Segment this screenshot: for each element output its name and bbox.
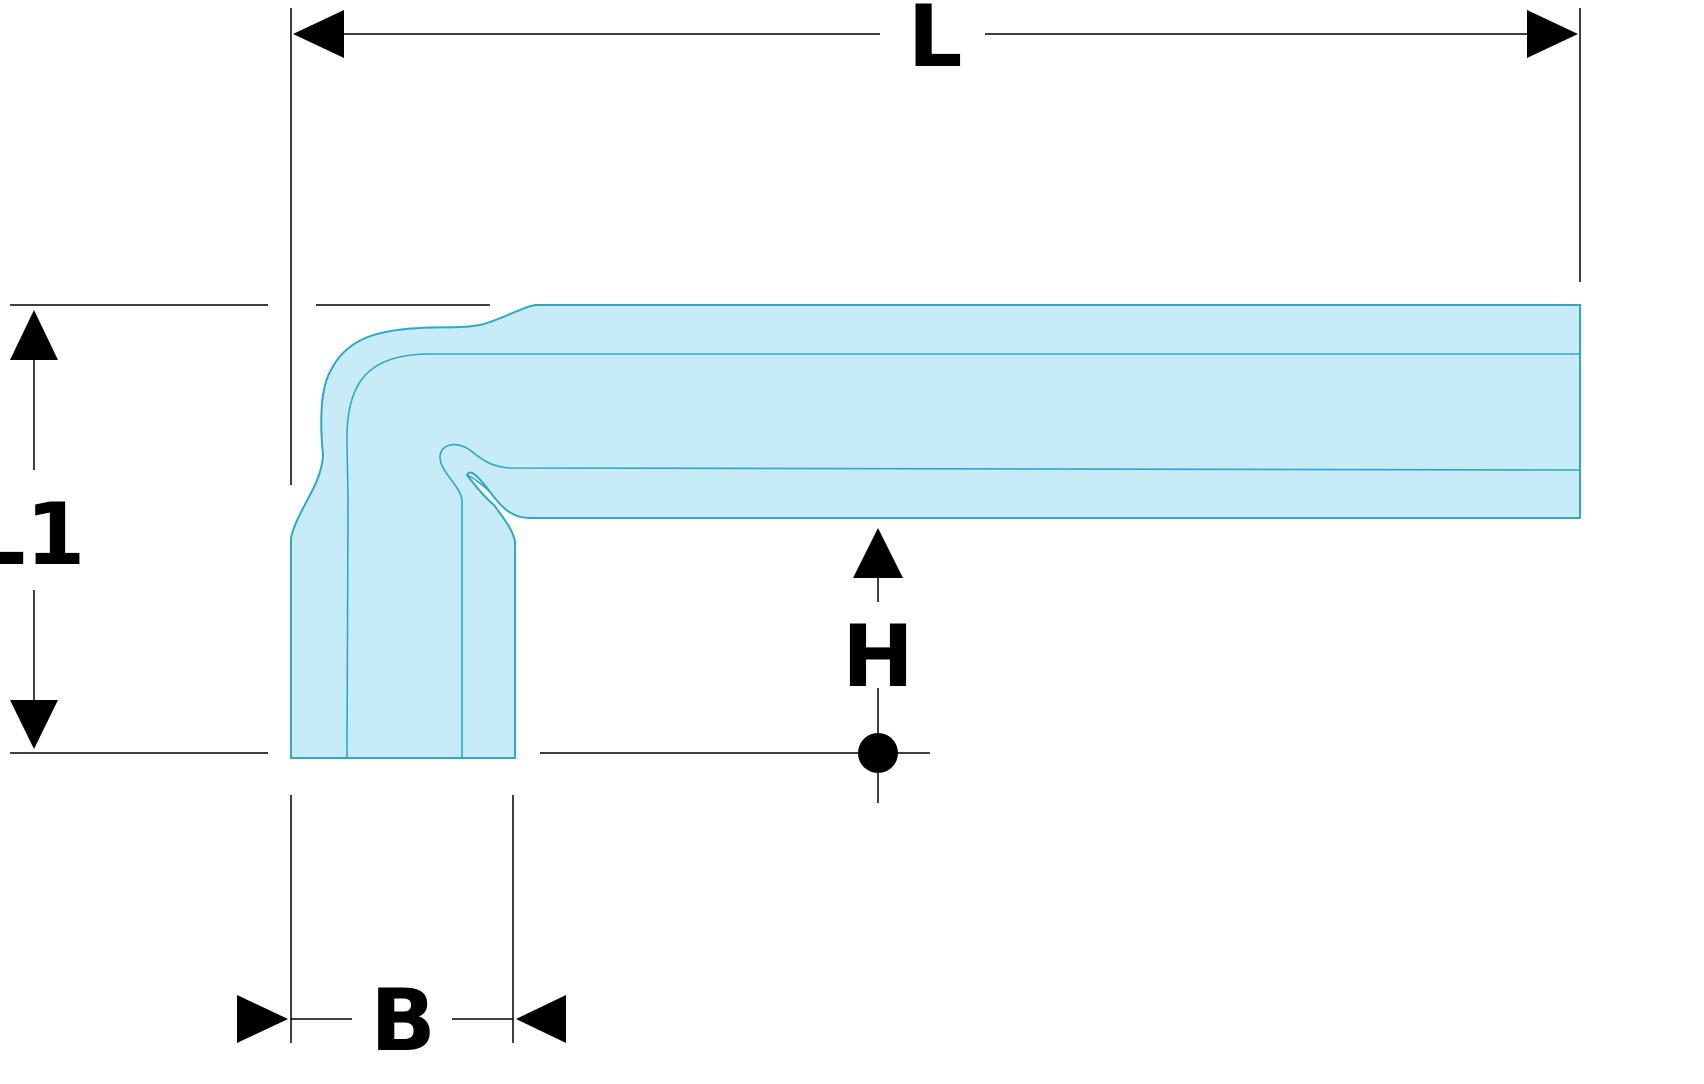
- inner-crease-line: [439, 443, 1581, 758]
- dimension-L: L: [290, 0, 1581, 485]
- key-silhouette: [290, 304, 1581, 759]
- dim-H-arrow-up: [853, 528, 903, 578]
- dimension-H: H: [540, 528, 930, 803]
- dim-L1-arrow-down: [10, 700, 58, 749]
- outer-crease-line: [346, 353, 1580, 759]
- l-key-body: [290, 304, 1581, 759]
- dim-L1-label: L1: [0, 485, 85, 585]
- dim-H-label: H: [842, 607, 914, 707]
- dim-B-arrow-right: [516, 995, 566, 1043]
- dim-L-arrow-left: [293, 10, 344, 58]
- dimension-B: B: [237, 795, 566, 1071]
- dim-B-label: B: [370, 971, 436, 1071]
- dim-L-label: L: [908, 0, 963, 87]
- dimension-L1: L1: [0, 304, 490, 754]
- dim-H-reference-point: [858, 733, 898, 773]
- dim-L-arrow-right: [1527, 10, 1578, 58]
- dim-B-arrow-left: [237, 995, 288, 1043]
- dim-L1-arrow-up: [10, 310, 58, 360]
- bend-tuck: [466, 474, 491, 493]
